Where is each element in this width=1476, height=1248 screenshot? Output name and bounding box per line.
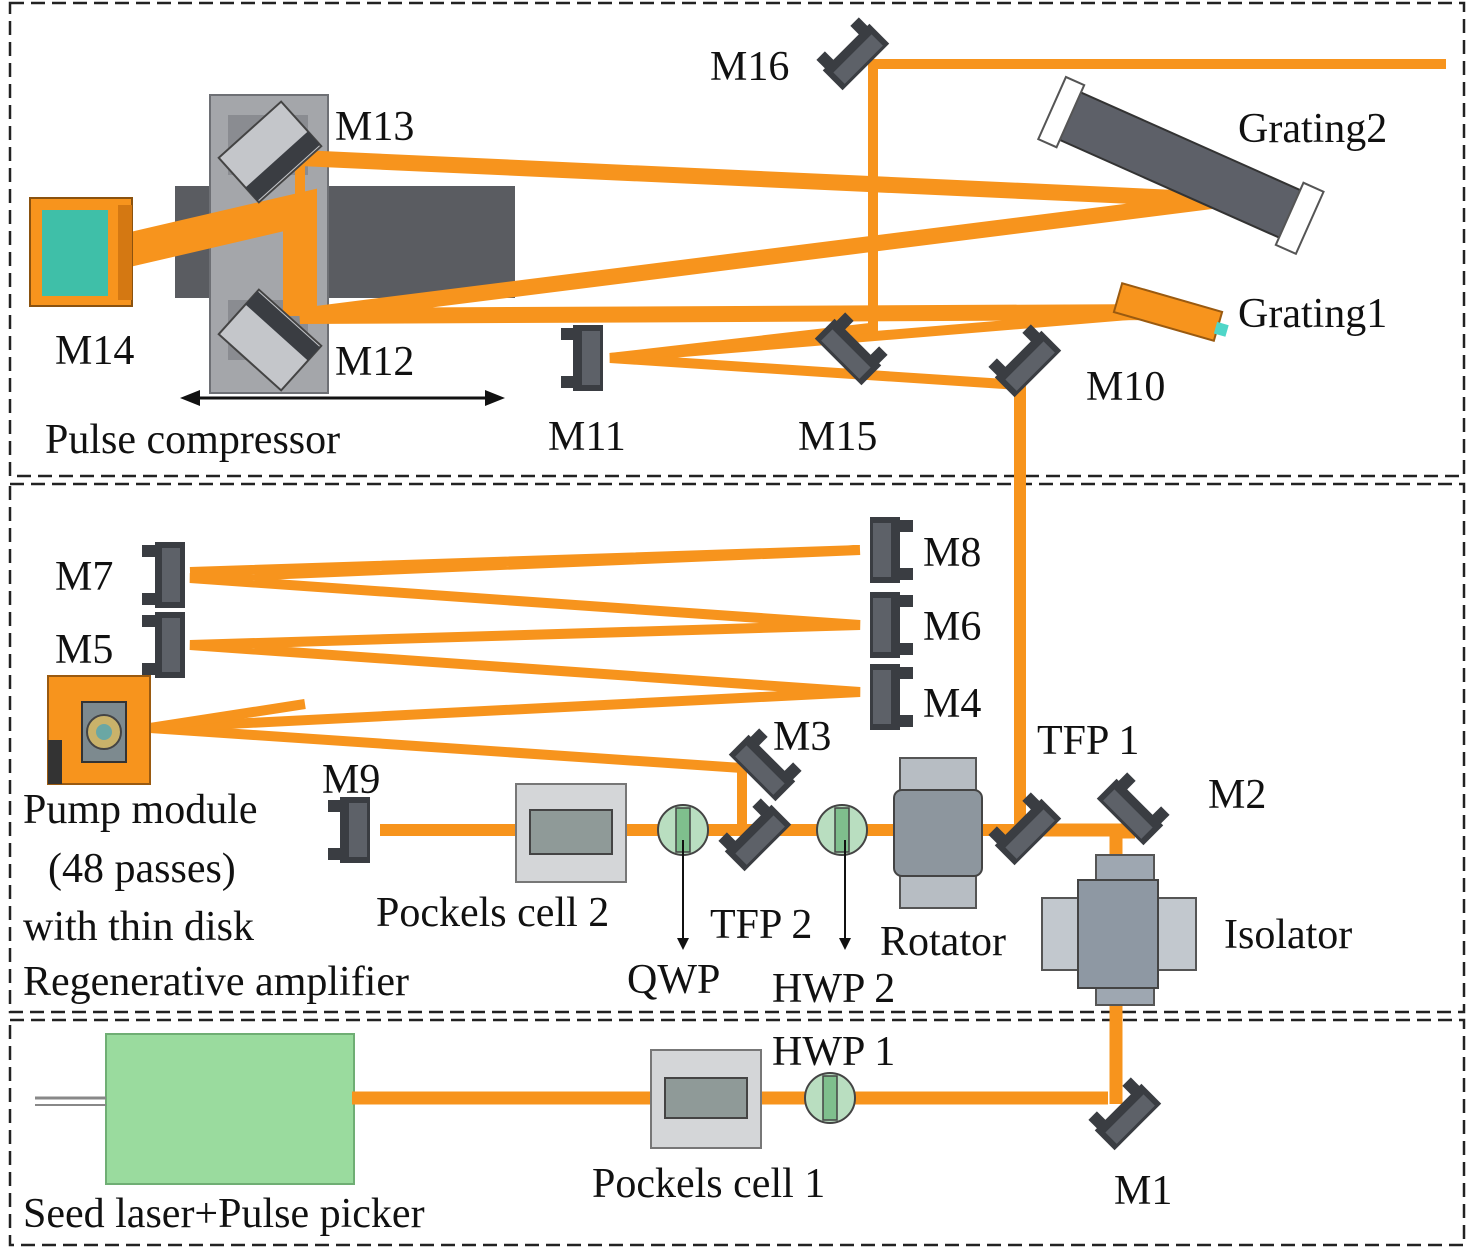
m15-mount [814,312,888,386]
hwp2-waveplate [816,804,868,856]
m15-label: M15 [798,414,877,460]
m1-label: M1 [1114,1168,1172,1214]
m8-mount [870,517,913,583]
pulse-compressor-label: Pulse compressor [45,417,340,463]
m10-mount [988,324,1062,398]
regenerative-amplifier-label: Regenerative amplifier [23,959,409,1005]
pulse-compressor-box [8,1,1466,478]
m5-label: M5 [55,627,113,673]
isolator-label: Isolator [1224,912,1352,958]
m9-label: M9 [322,757,380,803]
m11-mount [561,325,603,391]
pockels-cell-2-label: Pockels cell 2 [376,890,609,936]
pockels-cell-2 [515,783,627,883]
m7-label: M7 [55,554,113,600]
m3-label: M3 [773,714,831,760]
m5-mount [142,612,185,678]
seed-section-box [8,1018,1466,1247]
m12-label: M12 [335,339,414,385]
m12-mount [217,288,323,392]
m8-label: M8 [923,530,981,576]
tfp2-label: TFP 2 [710,902,812,948]
seed-laser-label: Seed laser+Pulse picker [23,1191,425,1237]
m16-label: M16 [710,44,789,90]
isolator [1041,854,1197,1006]
m14-label: M14 [55,328,134,374]
tfp2-mount [718,798,792,872]
grating2-label: Grating2 [1238,106,1387,152]
m13-mount [217,100,323,204]
grating1-label: Grating1 [1238,291,1387,337]
translation-arrow [180,390,505,406]
qwp-indicator-arrow [677,840,689,950]
pump-module [47,675,151,785]
seed-laser-box [35,1033,355,1185]
tfp1-label: TFP 1 [1037,718,1139,764]
m16-mount [816,17,890,91]
m2-mount [1096,772,1170,846]
hwp1-label: HWP 1 [772,1029,895,1075]
pockels-cell-1-label: Pockels cell 1 [592,1161,825,1207]
rotator-label: Rotator [880,919,1006,965]
pump-module-label-line3: with thin disk [23,904,254,950]
pockels-cell-1 [650,1049,762,1149]
m6-label: M6 [923,604,981,650]
m10-label: M10 [1086,364,1165,410]
grating2 [1036,75,1325,256]
m1-mount [1088,1077,1162,1151]
m13-label: M13 [335,104,414,150]
grating1 [1112,282,1229,342]
tfp1-mount [988,792,1062,866]
m11-label: M11 [548,414,626,460]
hwp1-waveplate [804,1072,856,1124]
regenerative-amplifier-box [8,482,1466,1014]
hwp2-indicator-arrow [839,840,851,950]
m3-mount [728,728,802,802]
pump-module-label-line1: Pump module [23,787,258,833]
m9-mount [328,797,370,863]
qwp-label: QWP [627,957,720,1003]
m6-mount [870,592,913,658]
pump-module-label-line2: (48 passes) [48,846,236,892]
m7-mount [142,542,185,608]
m14-mirror [29,197,133,307]
rotator [893,757,983,909]
m4-label: M4 [923,681,981,727]
hwp2-label: HWP 2 [772,966,895,1012]
m4-mount [870,664,913,730]
m2-label: M2 [1208,772,1266,818]
